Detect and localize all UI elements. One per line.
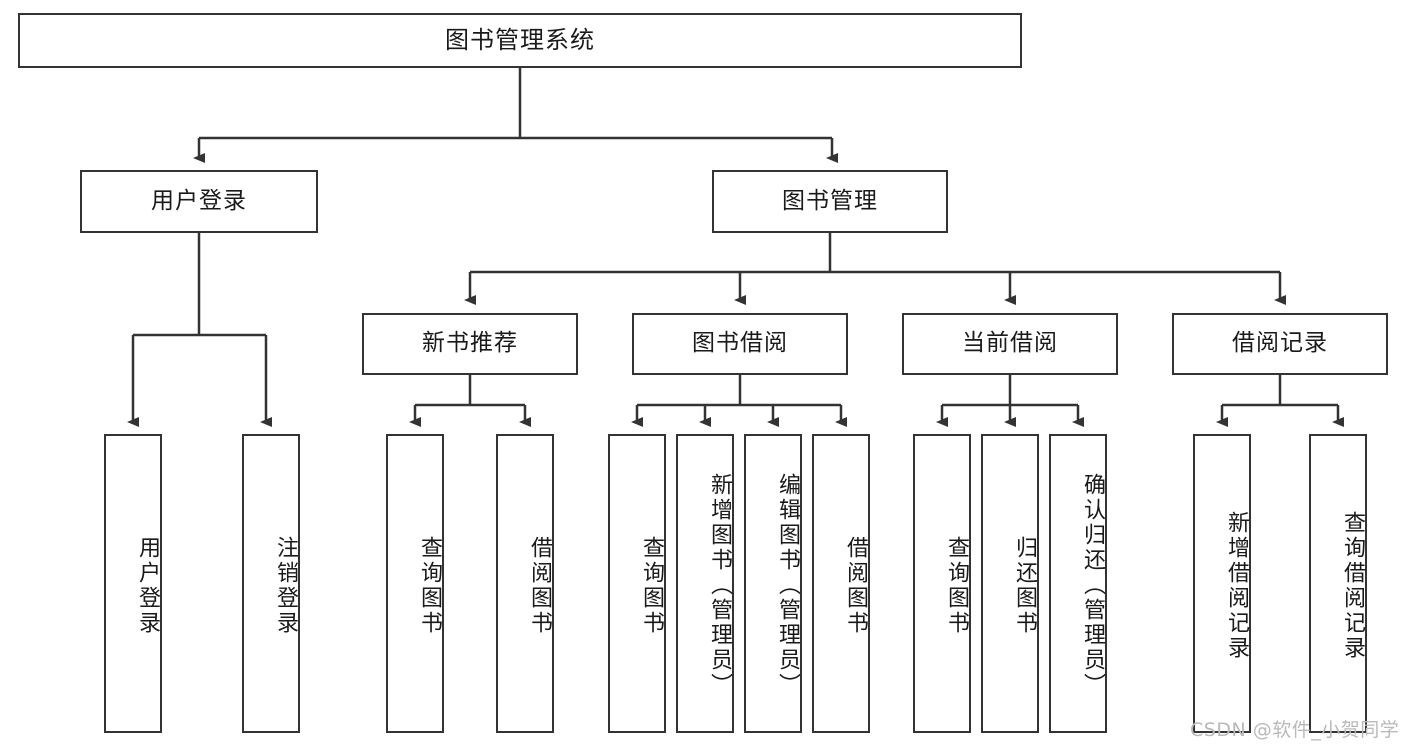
node-leaf-borrow-book-2[interactable]: 借阅图书 — [812, 434, 870, 733]
node-book-borrow[interactable]: 图书借阅 — [632, 313, 848, 375]
node-leaf-query-book-3-label: 查询图书 — [944, 535, 969, 636]
node-book-manage-label: 图书管理 — [782, 187, 878, 214]
node-borrow-record-label: 借阅记录 — [1232, 330, 1328, 357]
node-leaf-user-login-label: 用户登录 — [135, 535, 160, 636]
node-leaf-add-book-label: 新增图书（管理员） — [707, 473, 732, 698]
node-leaf-return-book[interactable]: 归还图书 — [981, 434, 1039, 733]
node-leaf-edit-book-label: 编辑图书（管理员） — [775, 473, 800, 698]
node-leaf-query-book-1[interactable]: 查询图书 — [386, 434, 444, 733]
node-leaf-return-book-label: 归还图书 — [1012, 535, 1037, 636]
node-leaf-query-book-2[interactable]: 查询图书 — [608, 434, 666, 733]
node-leaf-borrow-book-2-label: 借阅图书 — [843, 535, 868, 636]
node-user-login-label: 用户登录 — [151, 187, 247, 214]
node-leaf-edit-book[interactable]: 编辑图书（管理员） — [744, 434, 802, 733]
node-leaf-query-record[interactable]: 查询借阅记录 — [1309, 434, 1367, 733]
node-leaf-confirm-return-label: 确认归还（管理员） — [1080, 473, 1105, 698]
node-leaf-user-login[interactable]: 用户登录 — [104, 434, 162, 733]
node-current-borrow-label: 当前借阅 — [962, 330, 1058, 357]
node-borrow-record[interactable]: 借阅记录 — [1172, 313, 1388, 375]
node-user-login[interactable]: 用户登录 — [80, 170, 318, 233]
node-leaf-query-record-label: 查询借阅记录 — [1340, 510, 1365, 661]
node-leaf-logout-login-label: 注销登录 — [273, 535, 298, 636]
node-root-label: 图书管理系统 — [445, 26, 595, 55]
node-leaf-add-book[interactable]: 新增图书（管理员） — [676, 434, 734, 733]
node-leaf-add-record-label: 新增借阅记录 — [1224, 510, 1249, 661]
node-leaf-confirm-return[interactable]: 确认归还（管理员） — [1049, 434, 1107, 733]
node-leaf-borrow-book-1-label: 借阅图书 — [527, 535, 552, 636]
node-book-manage[interactable]: 图书管理 — [712, 170, 948, 233]
node-leaf-query-book-3[interactable]: 查询图书 — [913, 434, 971, 733]
node-leaf-add-record[interactable]: 新增借阅记录 — [1193, 434, 1251, 733]
node-new-book-rec-label: 新书推荐 — [422, 330, 518, 357]
node-current-borrow[interactable]: 当前借阅 — [902, 313, 1118, 375]
csdn-watermark: CSDN @软件_小贺同学 — [1190, 719, 1400, 741]
node-leaf-logout-login[interactable]: 注销登录 — [242, 434, 300, 733]
node-leaf-query-book-2-label: 查询图书 — [639, 535, 664, 636]
node-new-book-rec[interactable]: 新书推荐 — [362, 313, 578, 375]
node-leaf-borrow-book-1[interactable]: 借阅图书 — [496, 434, 554, 733]
node-root[interactable]: 图书管理系统 — [18, 13, 1022, 68]
node-book-borrow-label: 图书借阅 — [692, 330, 788, 357]
node-leaf-query-book-1-label: 查询图书 — [417, 535, 442, 636]
